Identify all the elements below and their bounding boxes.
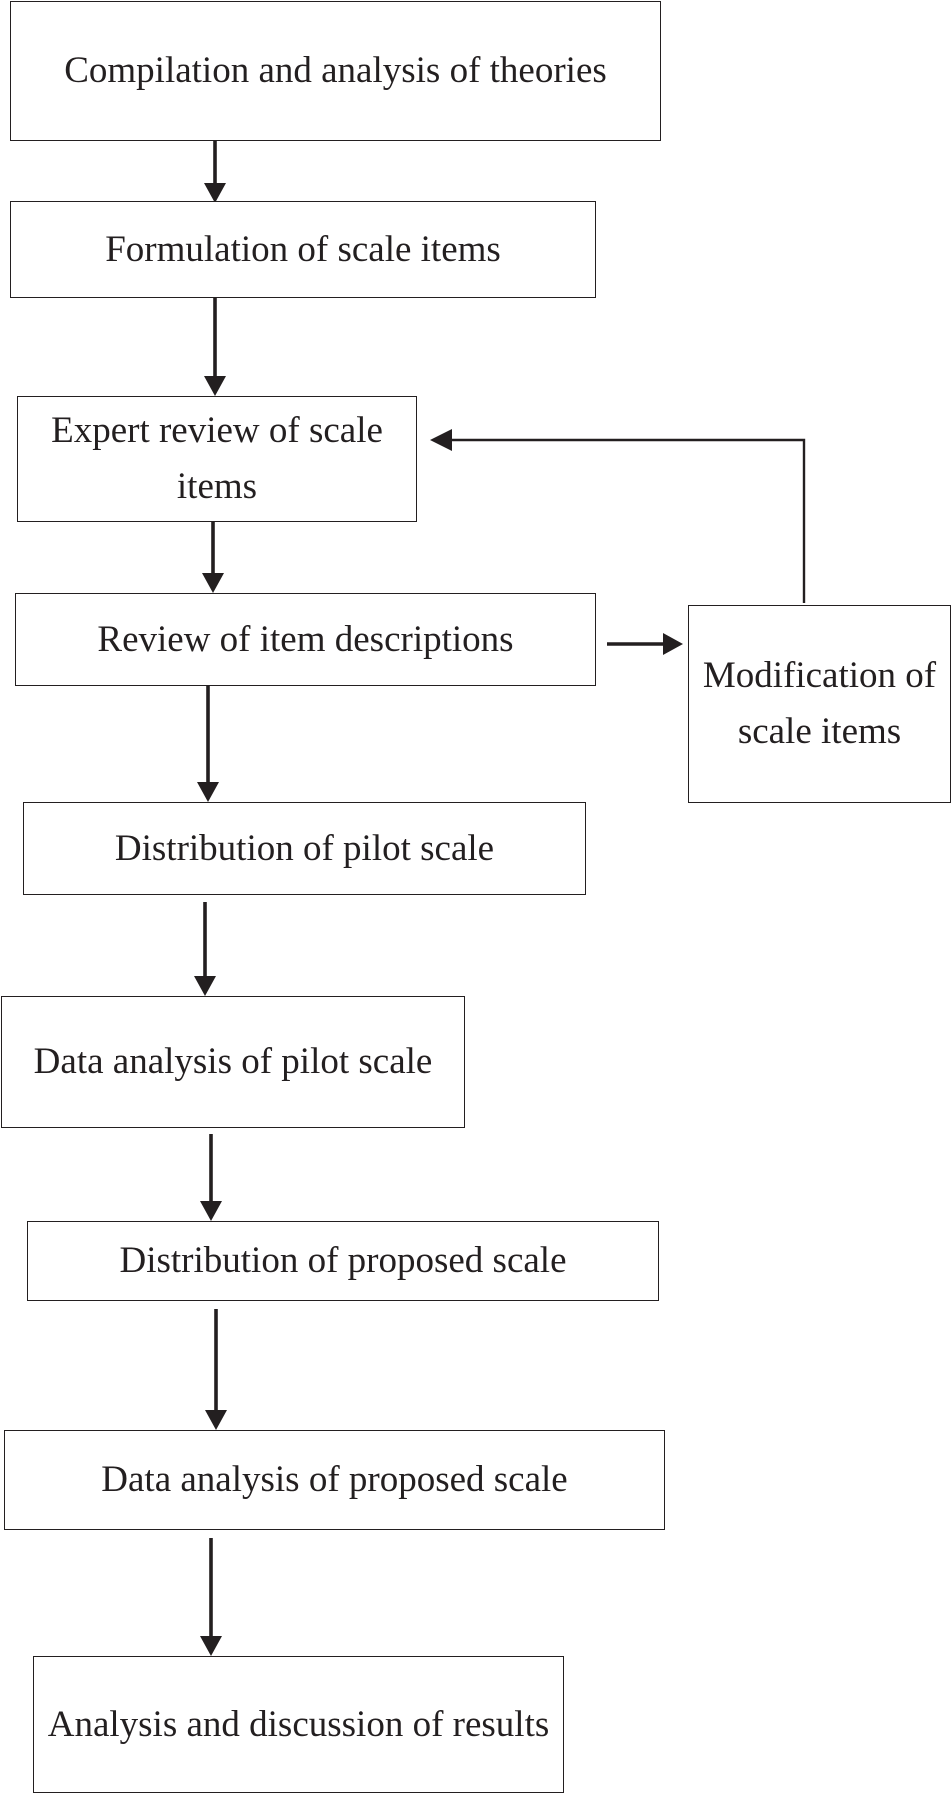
edge-modification-to-expert-review <box>430 429 806 603</box>
node-data-analysis-of-pilot-scale: Data analysis of pilot scale <box>1 996 465 1128</box>
node-label: Modification of scale items <box>702 655 937 752</box>
edge-pilot-analysis-to-proposed-distribution <box>200 1134 222 1221</box>
node-compilation-and-analysis-of-theories: Compilation and analysis of theories <box>10 1 661 141</box>
edge-proposed-analysis-to-results <box>200 1538 222 1656</box>
edge-item-descriptions-to-pilot-distribution <box>197 686 219 802</box>
node-label: Analysis and discussion of results <box>47 1703 550 1745</box>
node-label: Expert review of scale items <box>51 410 383 507</box>
edge-proposed-distribution-to-proposed-analysis <box>205 1309 227 1430</box>
edge-item-descriptions-to-modification <box>607 633 683 655</box>
node-label: Compilation and analysis of theories <box>64 50 607 91</box>
node-label: Data analysis of pilot scale <box>33 1041 433 1082</box>
node-label: Review of item descriptions <box>97 618 514 660</box>
node-label: Data analysis of proposed scale <box>101 1459 568 1500</box>
node-label: Distribution of proposed scale <box>119 1240 567 1281</box>
node-data-analysis-of-proposed-scale: Data analysis of proposed scale <box>4 1430 665 1530</box>
edge-compilation-to-formulation <box>204 141 226 203</box>
node-formulation-of-scale-items: Formulation of scale items <box>10 201 596 298</box>
node-distribution-of-proposed-scale: Distribution of proposed scale <box>27 1221 659 1301</box>
node-analysis-and-discussion-of-results: Analysis and discussion of results <box>33 1656 564 1793</box>
node-modification-of-scale-items: Modification of scale items <box>688 605 951 803</box>
node-label: Formulation of scale items <box>105 228 501 270</box>
node-distribution-of-pilot-scale: Distribution of pilot scale <box>23 802 586 895</box>
edge-expert-review-to-item-descriptions <box>202 522 224 593</box>
node-label: Distribution of pilot scale <box>114 827 495 869</box>
edge-formulation-to-expert-review <box>204 298 226 396</box>
node-expert-review-of-scale-items: Expert review of scale items <box>17 396 417 522</box>
node-review-of-item-descriptions: Review of item descriptions <box>15 593 596 686</box>
edge-pilot-distribution-to-pilot-analysis <box>194 902 216 996</box>
